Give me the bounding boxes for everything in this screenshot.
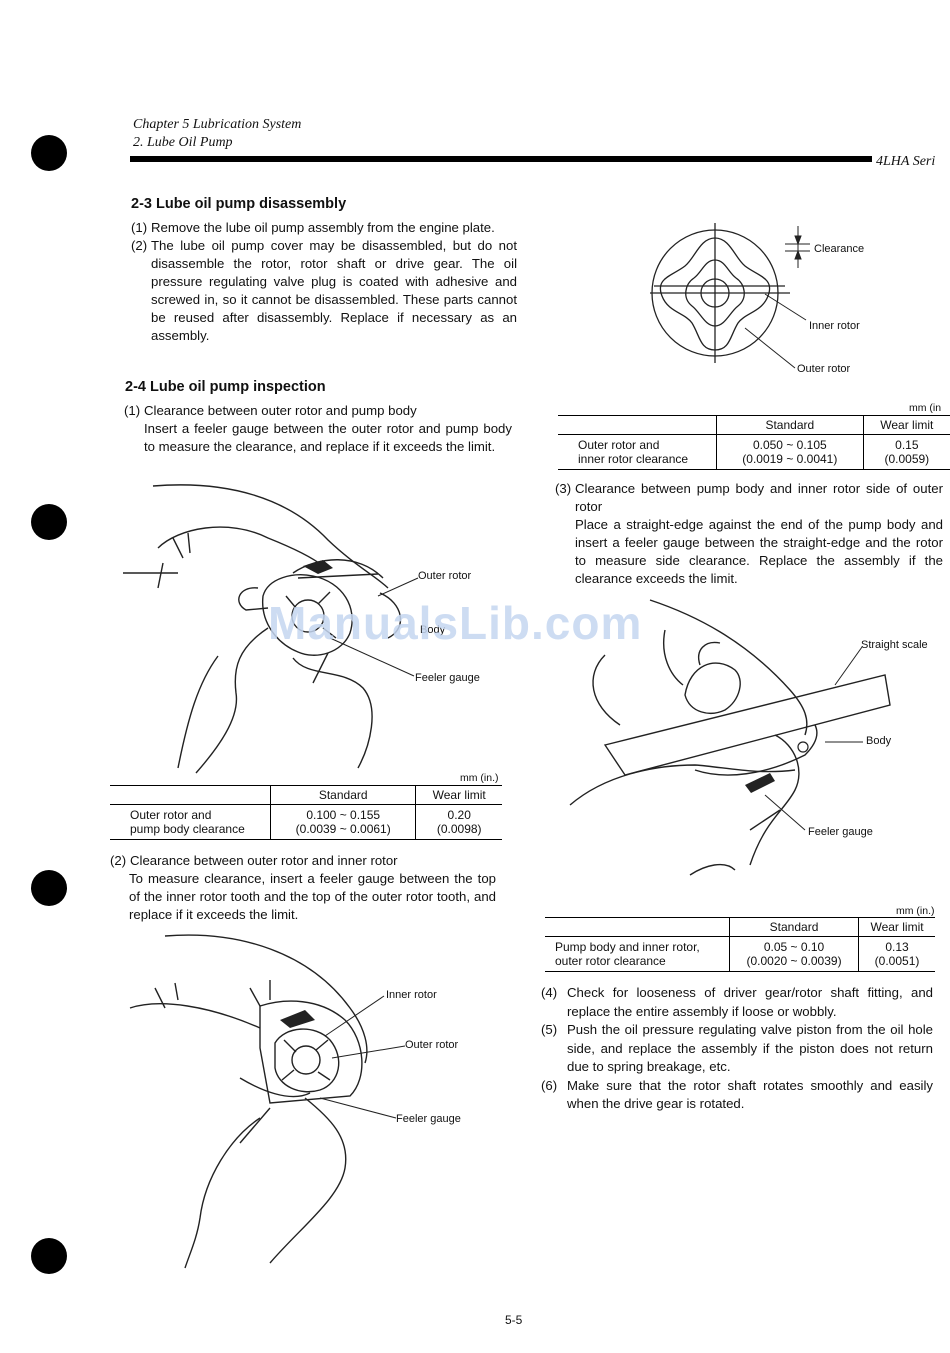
label-straight-scale: Straight scale bbox=[861, 639, 928, 651]
standard-value: 0.05 ~ 0.10(0.0020 ~ 0.0039) bbox=[729, 936, 860, 972]
item-2-body: To measure clearance, insert a feeler ga… bbox=[129, 871, 496, 922]
list-item: (1)Remove the lube oil pump assembly fro… bbox=[131, 220, 495, 235]
col-wear-limit: Wear limit bbox=[870, 920, 924, 934]
series-label: 4LHA Seri bbox=[876, 154, 936, 169]
label-inner-rotor: Inner rotor bbox=[386, 989, 437, 1001]
list-item: (2)The lube oil pump cover may be disass… bbox=[131, 238, 517, 343]
unit-label: mm (in bbox=[909, 402, 942, 414]
item-3-body: Place a straight-edge against the end of… bbox=[575, 517, 943, 586]
list-item: (5)Push the oil pressure regulating valv… bbox=[541, 1022, 933, 1074]
unit-label: mm (in.) bbox=[896, 905, 935, 917]
col-wear-limit: Wear limit bbox=[880, 418, 934, 432]
watermark: ManualsLib.com bbox=[268, 597, 643, 649]
spec-table-side: Standard Wear limit Pump body and inner … bbox=[545, 917, 935, 972]
col-standard: Standard bbox=[729, 917, 860, 937]
row-label: Pump body and inner rotor,outer rotor cl… bbox=[545, 936, 730, 972]
binder-hole bbox=[31, 135, 67, 171]
list-item: (6)Make sure that the rotor shaft rotate… bbox=[541, 1077, 933, 1112]
label-feeler-gauge: Feeler gauge bbox=[396, 1113, 461, 1125]
item-3-title: Clearance between pump body and inner ro… bbox=[575, 481, 943, 514]
label-clearance: Clearance bbox=[814, 243, 865, 255]
figure-side-clearance bbox=[569, 599, 891, 876]
section-title: 2. Lube Oil Pump bbox=[133, 135, 233, 150]
inspection-item-2: (2)Clearance between outer rotor and inn… bbox=[110, 853, 496, 922]
limit-value: 0.15(0.0059) bbox=[884, 438, 930, 466]
binder-hole bbox=[31, 504, 67, 540]
limit-value: 0.13(0.0051) bbox=[874, 940, 920, 968]
standard-value: 0.050 ~ 0.105(0.0019 ~ 0.0041) bbox=[716, 434, 864, 470]
item-1-title: Clearance between outer rotor and pump b… bbox=[144, 403, 417, 418]
label-feeler-gauge: Feeler gauge bbox=[808, 826, 873, 838]
inspection-item-3: (3)Clearance between pump body and inner… bbox=[555, 481, 943, 586]
label-inner-rotor: Inner rotor bbox=[809, 320, 860, 332]
disassembly-steps: (1)Remove the lube oil pump assembly fro… bbox=[131, 219, 517, 345]
chapter-title: Chapter 5 Lubrication System bbox=[133, 117, 302, 132]
heading-inspection: 2-4 Lube oil pump inspection bbox=[125, 379, 326, 395]
binder-hole bbox=[31, 1238, 67, 1274]
figure-outer-rotor-body bbox=[123, 484, 419, 774]
item-1-body: Insert a feeler gauge between the outer … bbox=[144, 421, 512, 454]
heading-disassembly: 2-3 Lube oil pump disassembly bbox=[131, 196, 347, 212]
page-number: 5-5 bbox=[505, 1313, 523, 1327]
item-2-title: Clearance between outer rotor and inner … bbox=[130, 853, 398, 868]
figure-inner-outer-rotor bbox=[129, 934, 406, 1269]
label-feeler-gauge: Feeler gauge bbox=[415, 672, 480, 684]
label-body-fragment: Body bbox=[420, 624, 446, 636]
label-outer-rotor: Outer rotor bbox=[797, 363, 851, 375]
inspection-items-tail: (4)Check for looseness of driver gear/ro… bbox=[541, 984, 933, 1114]
label-body: Body bbox=[866, 735, 892, 747]
standard-value: 0.100 ~ 0.155(0.0039 ~ 0.0061) bbox=[270, 804, 417, 840]
header-rule bbox=[130, 156, 872, 162]
inspection-item-1: (1)Clearance between outer rotor and pum… bbox=[124, 403, 512, 454]
unit-label: mm (in.) bbox=[460, 772, 499, 784]
figure-rotor-clearance-diagram bbox=[650, 223, 810, 369]
binder-hole bbox=[31, 870, 67, 906]
list-item: (4)Check for looseness of driver gear/ro… bbox=[541, 985, 933, 1019]
col-wear-limit: Wear limit bbox=[432, 788, 486, 802]
col-standard: Standard bbox=[270, 785, 417, 805]
label-outer-rotor: Outer rotor bbox=[418, 570, 472, 582]
col-standard: Standard bbox=[716, 415, 864, 435]
label-outer-rotor: Outer rotor bbox=[405, 1039, 459, 1051]
limit-value: 0.20(0.0098) bbox=[436, 808, 482, 836]
